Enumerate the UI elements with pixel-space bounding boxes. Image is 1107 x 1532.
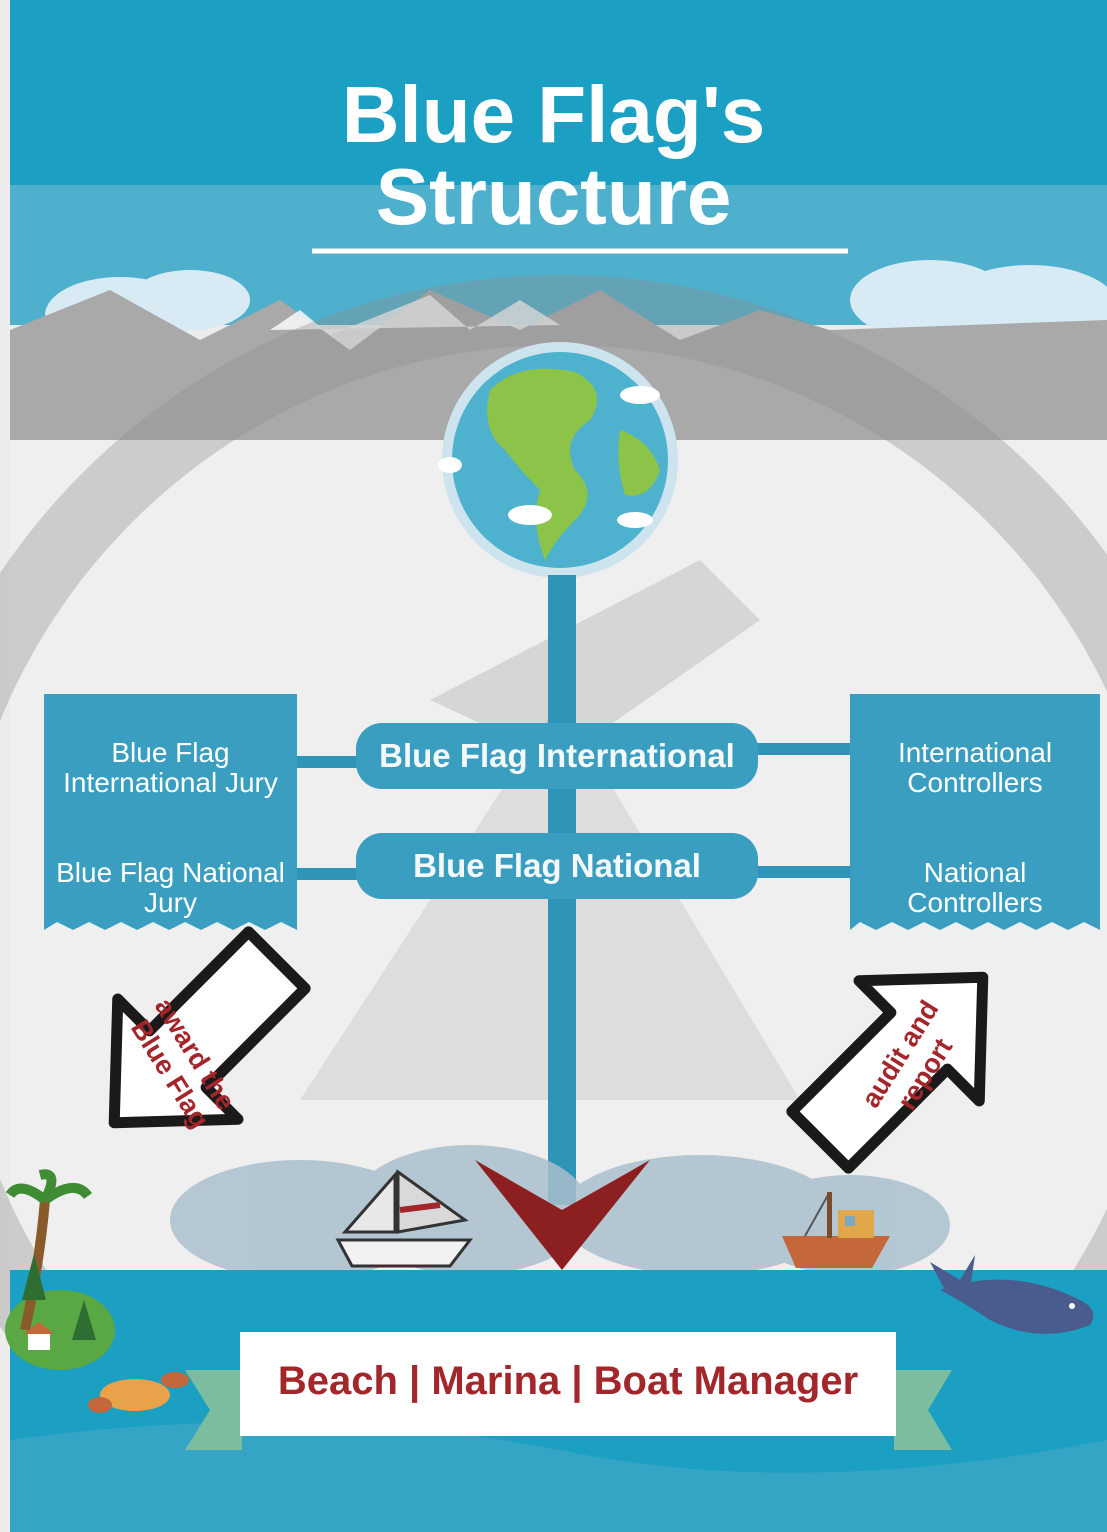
banner-label: Beach | Marina | Boat Manager <box>277 1359 859 1403</box>
audit-arrow <box>786 971 989 1174</box>
watermark-tool-shape <box>430 560 760 760</box>
title-line-2: Structure <box>375 152 732 241</box>
house-icon <box>24 1322 54 1350</box>
connector-right-natl <box>756 866 850 878</box>
water-wave <box>10 1422 1107 1532</box>
node-international-label: Blue Flag International <box>379 737 735 774</box>
banner-box <box>240 1332 896 1436</box>
globe-icon <box>438 342 678 578</box>
natl-controllers-label-line2: Controllers <box>907 887 1043 918</box>
connector-right-intl <box>756 743 850 755</box>
banner-ribbon-left <box>185 1370 242 1450</box>
title-line-1: Blue Flag's <box>341 70 766 159</box>
watermark-ring <box>0 275 1107 1532</box>
sailboat-icon <box>335 1169 474 1268</box>
left-jury-panel <box>44 694 297 930</box>
node-international <box>356 723 758 789</box>
right-controllers-panel <box>850 694 1100 930</box>
down-chevron-icon <box>475 1160 650 1270</box>
node-national-label: Blue Flag National <box>413 847 701 884</box>
intl-jury-label-line2: International Jury <box>63 767 278 798</box>
intl-controllers-label-line1: International <box>897 737 1053 768</box>
platypus-icon <box>88 1372 189 1413</box>
connector-left-natl <box>296 868 360 880</box>
banner-ribbon-right <box>894 1370 952 1450</box>
header-band <box>10 0 1107 185</box>
natl-controllers-label-line1: National <box>923 857 1027 888</box>
connector-left-intl <box>296 756 360 768</box>
natl-jury-label-line1: Blue Flag National <box>56 857 285 888</box>
whale-icon <box>930 1255 1094 1334</box>
intl-jury-label-line1: Blue Flag <box>111 737 230 768</box>
snow-caps <box>270 295 560 335</box>
fishing-boat-icon <box>782 1192 890 1268</box>
award-arrow <box>108 926 311 1129</box>
natl-jury-label-line2: Jury <box>144 887 197 918</box>
intl-controllers-label-line2: Controllers <box>907 767 1043 798</box>
node-national <box>356 833 758 899</box>
